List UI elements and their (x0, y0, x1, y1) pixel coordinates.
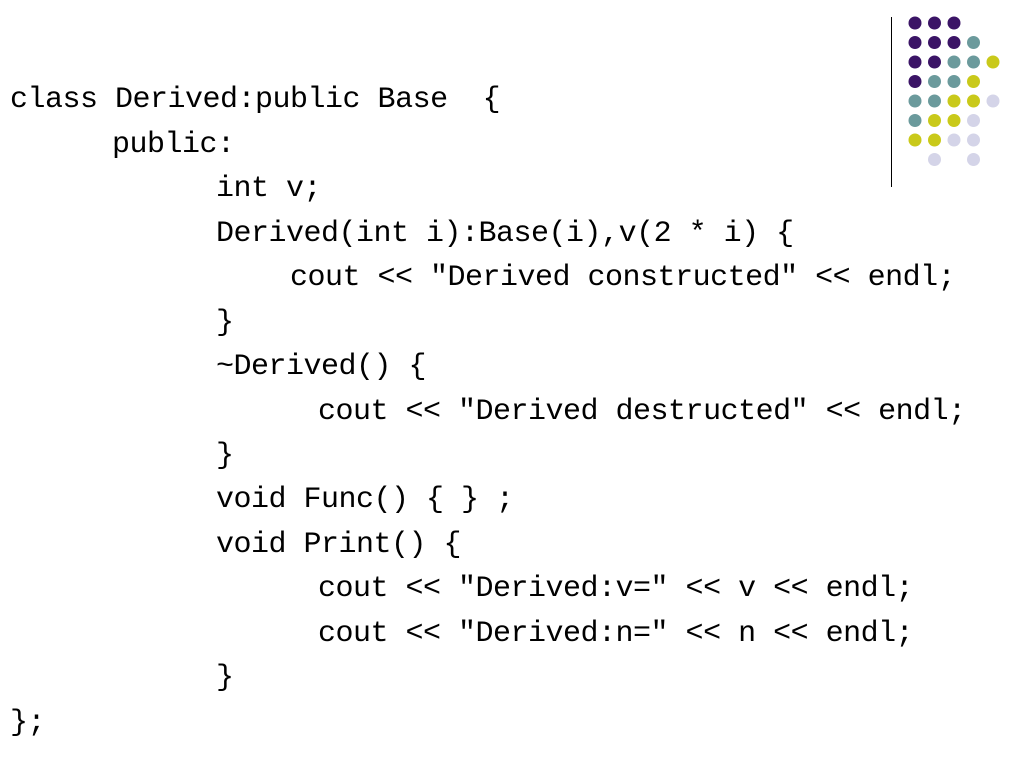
decorative-dot-grid (908, 16, 1000, 166)
decorative-dot (986, 94, 1000, 108)
decorative-dot (928, 36, 941, 49)
decorative-dot (908, 114, 922, 127)
decorative-dot (967, 133, 980, 147)
decorative-dot (928, 55, 941, 69)
code-line: } (216, 661, 234, 695)
code-line: int v; (216, 172, 322, 206)
decorative-dot (908, 133, 922, 147)
code-line: cout << ″Derived:n=″ << n << endl; (318, 617, 914, 651)
code-line: cout << ″Derived:v=″ << v << endl; (318, 572, 914, 606)
decorative-dot (967, 94, 980, 108)
code-line: void Print() { (216, 528, 462, 562)
code-line: cout << ″Derived destructed″ << endl; (318, 395, 966, 429)
decorative-dot (947, 94, 961, 108)
decorative-dot (947, 114, 961, 127)
code-line: } (216, 306, 234, 340)
code-line: Derived(int i):Base(i),v(2 * i) { (216, 217, 794, 251)
decorative-dot (947, 16, 961, 30)
decorative-dot (967, 114, 980, 127)
decorative-dot (967, 153, 980, 166)
decorative-dot (928, 94, 941, 108)
code-line: }; (10, 706, 46, 740)
code-line: } (216, 439, 234, 473)
decorative-dot (928, 133, 941, 147)
decorative-dot (947, 75, 961, 88)
decorative-dot (908, 36, 922, 49)
decorative-dot (947, 36, 961, 49)
code-line: public: (112, 128, 235, 162)
decorative-dot (908, 16, 922, 30)
decorative-dot (928, 75, 941, 88)
code-line: class Derived:public Base { (10, 83, 501, 117)
code-line: cout << ″Derived constructed″ << endl; (290, 261, 956, 295)
decorative-dot (908, 55, 922, 69)
decorative-dot (908, 75, 922, 88)
decorative-dot (967, 75, 980, 88)
decorative-dot (908, 94, 922, 108)
decorative-dot (928, 16, 941, 30)
decorative-dot (928, 153, 941, 166)
code-line: ~Derived() { (216, 350, 427, 384)
decorative-dot (967, 55, 980, 69)
decorative-dot (967, 36, 980, 49)
vertical-divider (891, 17, 892, 187)
decorative-dot (947, 133, 961, 147)
decorative-dot (928, 114, 941, 127)
decorative-dot (986, 55, 1000, 69)
code-line: void Func() { } ; (216, 483, 514, 517)
decorative-dot (947, 55, 961, 69)
